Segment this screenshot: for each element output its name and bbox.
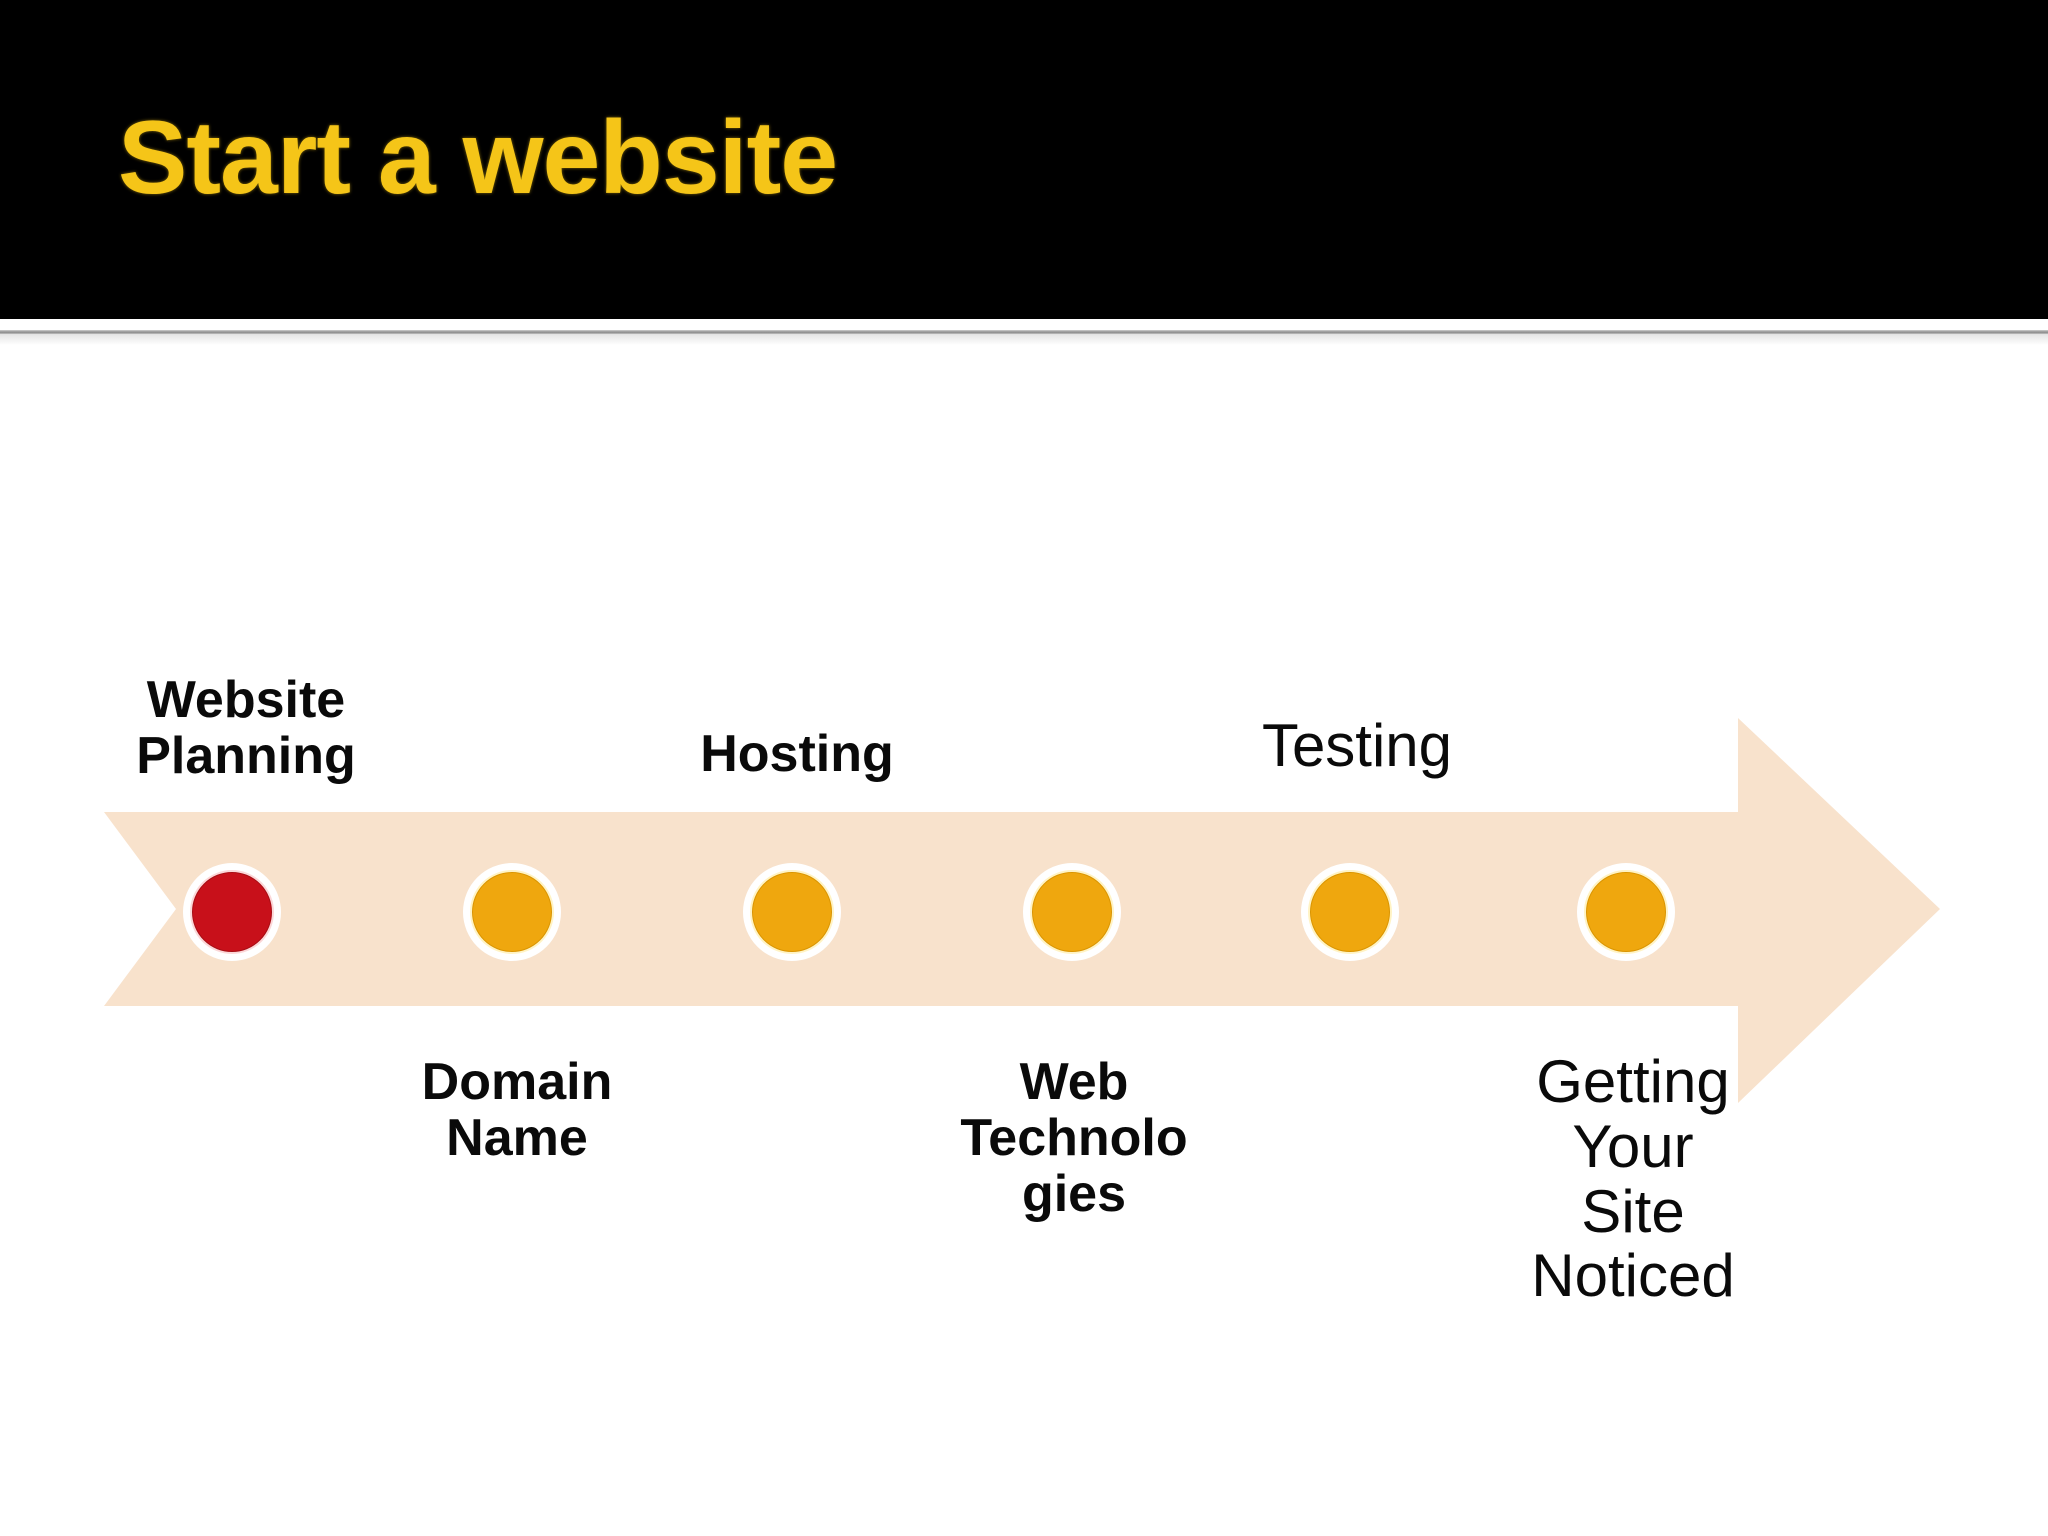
node-disc-icon xyxy=(190,870,274,954)
process-node-hosting[interactable] xyxy=(743,863,841,961)
node-disc-icon xyxy=(1030,870,1114,954)
node-disc-icon xyxy=(470,870,554,954)
step-label-website-planning: Website Planning xyxy=(136,671,356,786)
node-disc-icon xyxy=(1308,870,1392,954)
step-label-hosting: Hosting xyxy=(700,725,894,783)
process-node-domain-name[interactable] xyxy=(463,863,561,961)
process-node-web-technologies[interactable] xyxy=(1023,863,1121,961)
title-band xyxy=(0,0,2048,319)
header-gap xyxy=(0,319,2048,330)
page-title: Start a website xyxy=(118,100,838,216)
process-node-testing[interactable] xyxy=(1301,863,1399,961)
header-divider-rule xyxy=(0,330,2048,335)
step-label-testing: Testing xyxy=(1261,712,1453,779)
node-disc-icon xyxy=(750,870,834,954)
step-label-web-technologies: Web Technolo gies xyxy=(960,1053,1188,1224)
node-disc-icon xyxy=(1584,870,1668,954)
header-divider-shadow xyxy=(0,335,2048,345)
process-node-getting-site-noticed[interactable] xyxy=(1577,863,1675,961)
process-node-website-planning[interactable] xyxy=(183,863,281,961)
step-label-getting-site-noticed: Getting Your Site Noticed xyxy=(1531,1048,1735,1310)
step-label-domain-name: Domain Name xyxy=(421,1053,613,1168)
